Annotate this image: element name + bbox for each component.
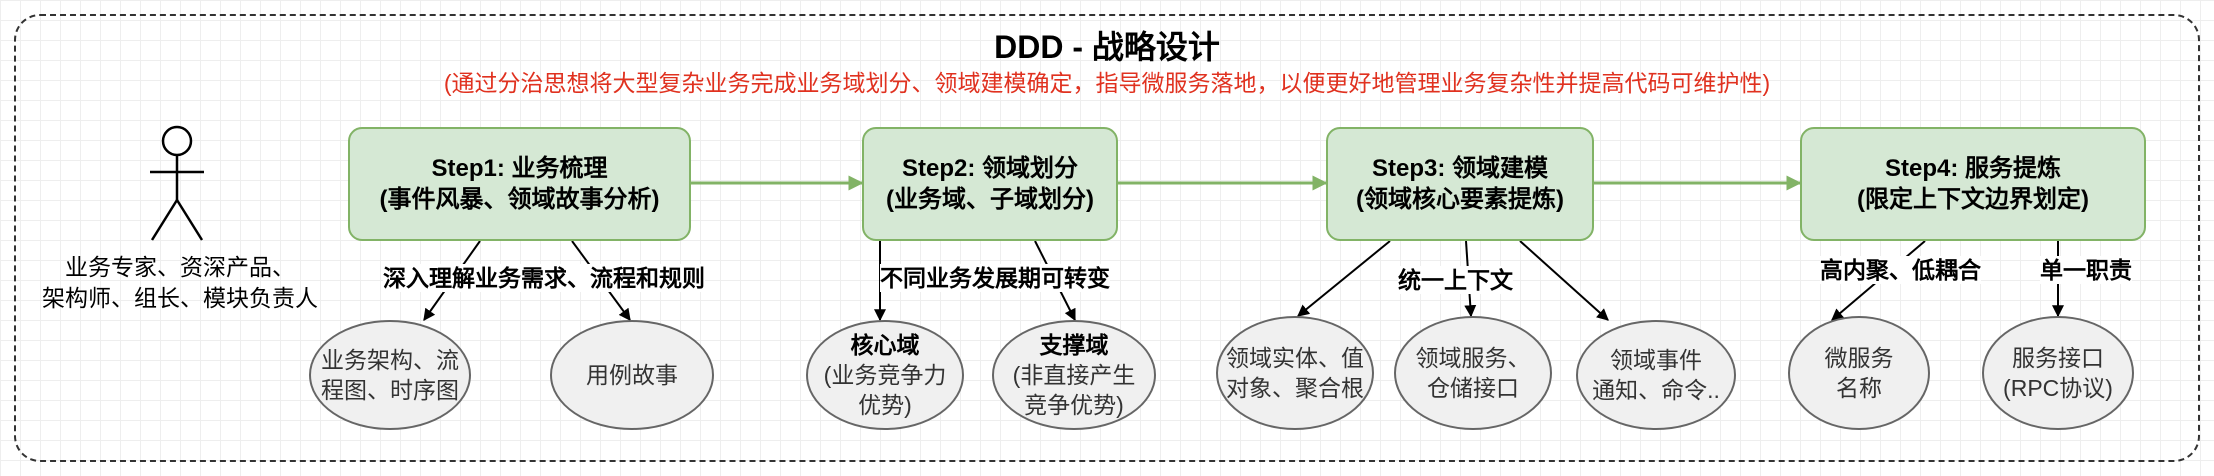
output-supporting-domain: 支撑域 (非直接产生 竞争优势) [992, 320, 1156, 430]
output-core-domain: 核心域 (业务竞争力 优势) [806, 320, 964, 430]
step3-subtitle: (领域核心要素提炼) [1356, 186, 1564, 213]
arrow-step3-output1 [1297, 240, 1391, 317]
arrow-step3-output3 [1519, 240, 1609, 321]
step2-title: Step2: 领域划分 [901, 155, 1078, 182]
output-line: (RPC协议) [2003, 375, 2113, 401]
output-line: 对象、聚合根 [1226, 375, 1364, 401]
dashed-container [14, 14, 2200, 462]
output-line: (非直接产生 [1012, 362, 1136, 388]
output-head: 核心域 [850, 332, 920, 358]
step1-box: Step1: 业务梳理 (事件风暴、领域故事分析) [348, 127, 691, 241]
step1-title: Step1: 业务梳理 [431, 155, 608, 182]
output-use-case-story: 用例故事 [550, 320, 714, 430]
step2-box: Step2: 领域划分 (业务域、子域划分) [862, 127, 1118, 241]
output-line: 服务接口 [2012, 345, 2104, 371]
step3-title: Step3: 领域建模 [1371, 155, 1548, 182]
output-microservice-name: 微服务 名称 [1788, 316, 1930, 430]
actor-label-line1: 业务专家、资深产品、 [65, 254, 295, 280]
edge-label-step3: 统一上下文 [1398, 266, 1513, 294]
edge-label-step2: 不同业务发展期可转变 [880, 264, 1110, 292]
output-line: 仓储接口 [1427, 375, 1519, 401]
output-service-interface: 服务接口 (RPC协议) [1982, 316, 2134, 430]
output-business-architecture: 业务架构、流 程图、时序图 [309, 320, 471, 430]
output-line: 领域事件 [1610, 347, 1702, 373]
edge-label-step4a: 高内聚、低耦合 [1820, 256, 1981, 284]
step1-subtitle: (事件风暴、领域故事分析) [379, 186, 660, 213]
output-line: 领域服务、 [1415, 345, 1531, 371]
output-line: 用例故事 [586, 362, 678, 388]
output-domain-services: 领域服务、 仓储接口 [1394, 316, 1552, 430]
step4-box: Step4: 服务提炼 (限定上下文边界划定) [1800, 127, 2146, 241]
output-line: (业务竞争力 [823, 362, 947, 388]
output-line: 业务架构、流 [321, 347, 459, 373]
edge-label-step4b: 单一职责 [2040, 256, 2132, 284]
edge-label-step1: 深入理解业务需求、流程和规则 [383, 264, 705, 292]
actor-label-line2: 架构师、组长、模块负责人 [42, 285, 318, 311]
output-head: 支撑域 [1039, 332, 1109, 358]
output-line: 程图、时序图 [321, 377, 459, 403]
step2-subtitle: (业务域、子域划分) [886, 186, 1094, 213]
output-line: 竞争优势) [1024, 392, 1124, 418]
actor-figure-icon [150, 125, 204, 241]
output-line: 名称 [1836, 375, 1882, 401]
output-line: 通知、命令.. [1592, 377, 1720, 403]
output-line: 领域实体、值 [1226, 345, 1364, 371]
output-domain-entities: 领域实体、值 对象、聚合根 [1216, 316, 1374, 430]
step4-title: Step4: 服务提炼 [1884, 155, 2061, 182]
output-line: 微服务 [1824, 345, 1894, 371]
step3-box: Step3: 领域建模 (领域核心要素提炼) [1326, 127, 1594, 241]
diagram-title: DDD - 战略设计 [994, 29, 1220, 65]
actor-label: 业务专家、资深产品、 架构师、组长、模块负责人 [20, 252, 340, 314]
diagram-subtitle: (通过分治思想将大型复杂业务完成业务域划分、领域建模确定，指导微服务落地，以便更… [443, 70, 1771, 96]
output-domain-events: 领域事件 通知、命令.. [1576, 320, 1736, 430]
output-line: 优势) [858, 392, 912, 418]
step4-subtitle: (限定上下文边界划定) [1857, 186, 2089, 213]
